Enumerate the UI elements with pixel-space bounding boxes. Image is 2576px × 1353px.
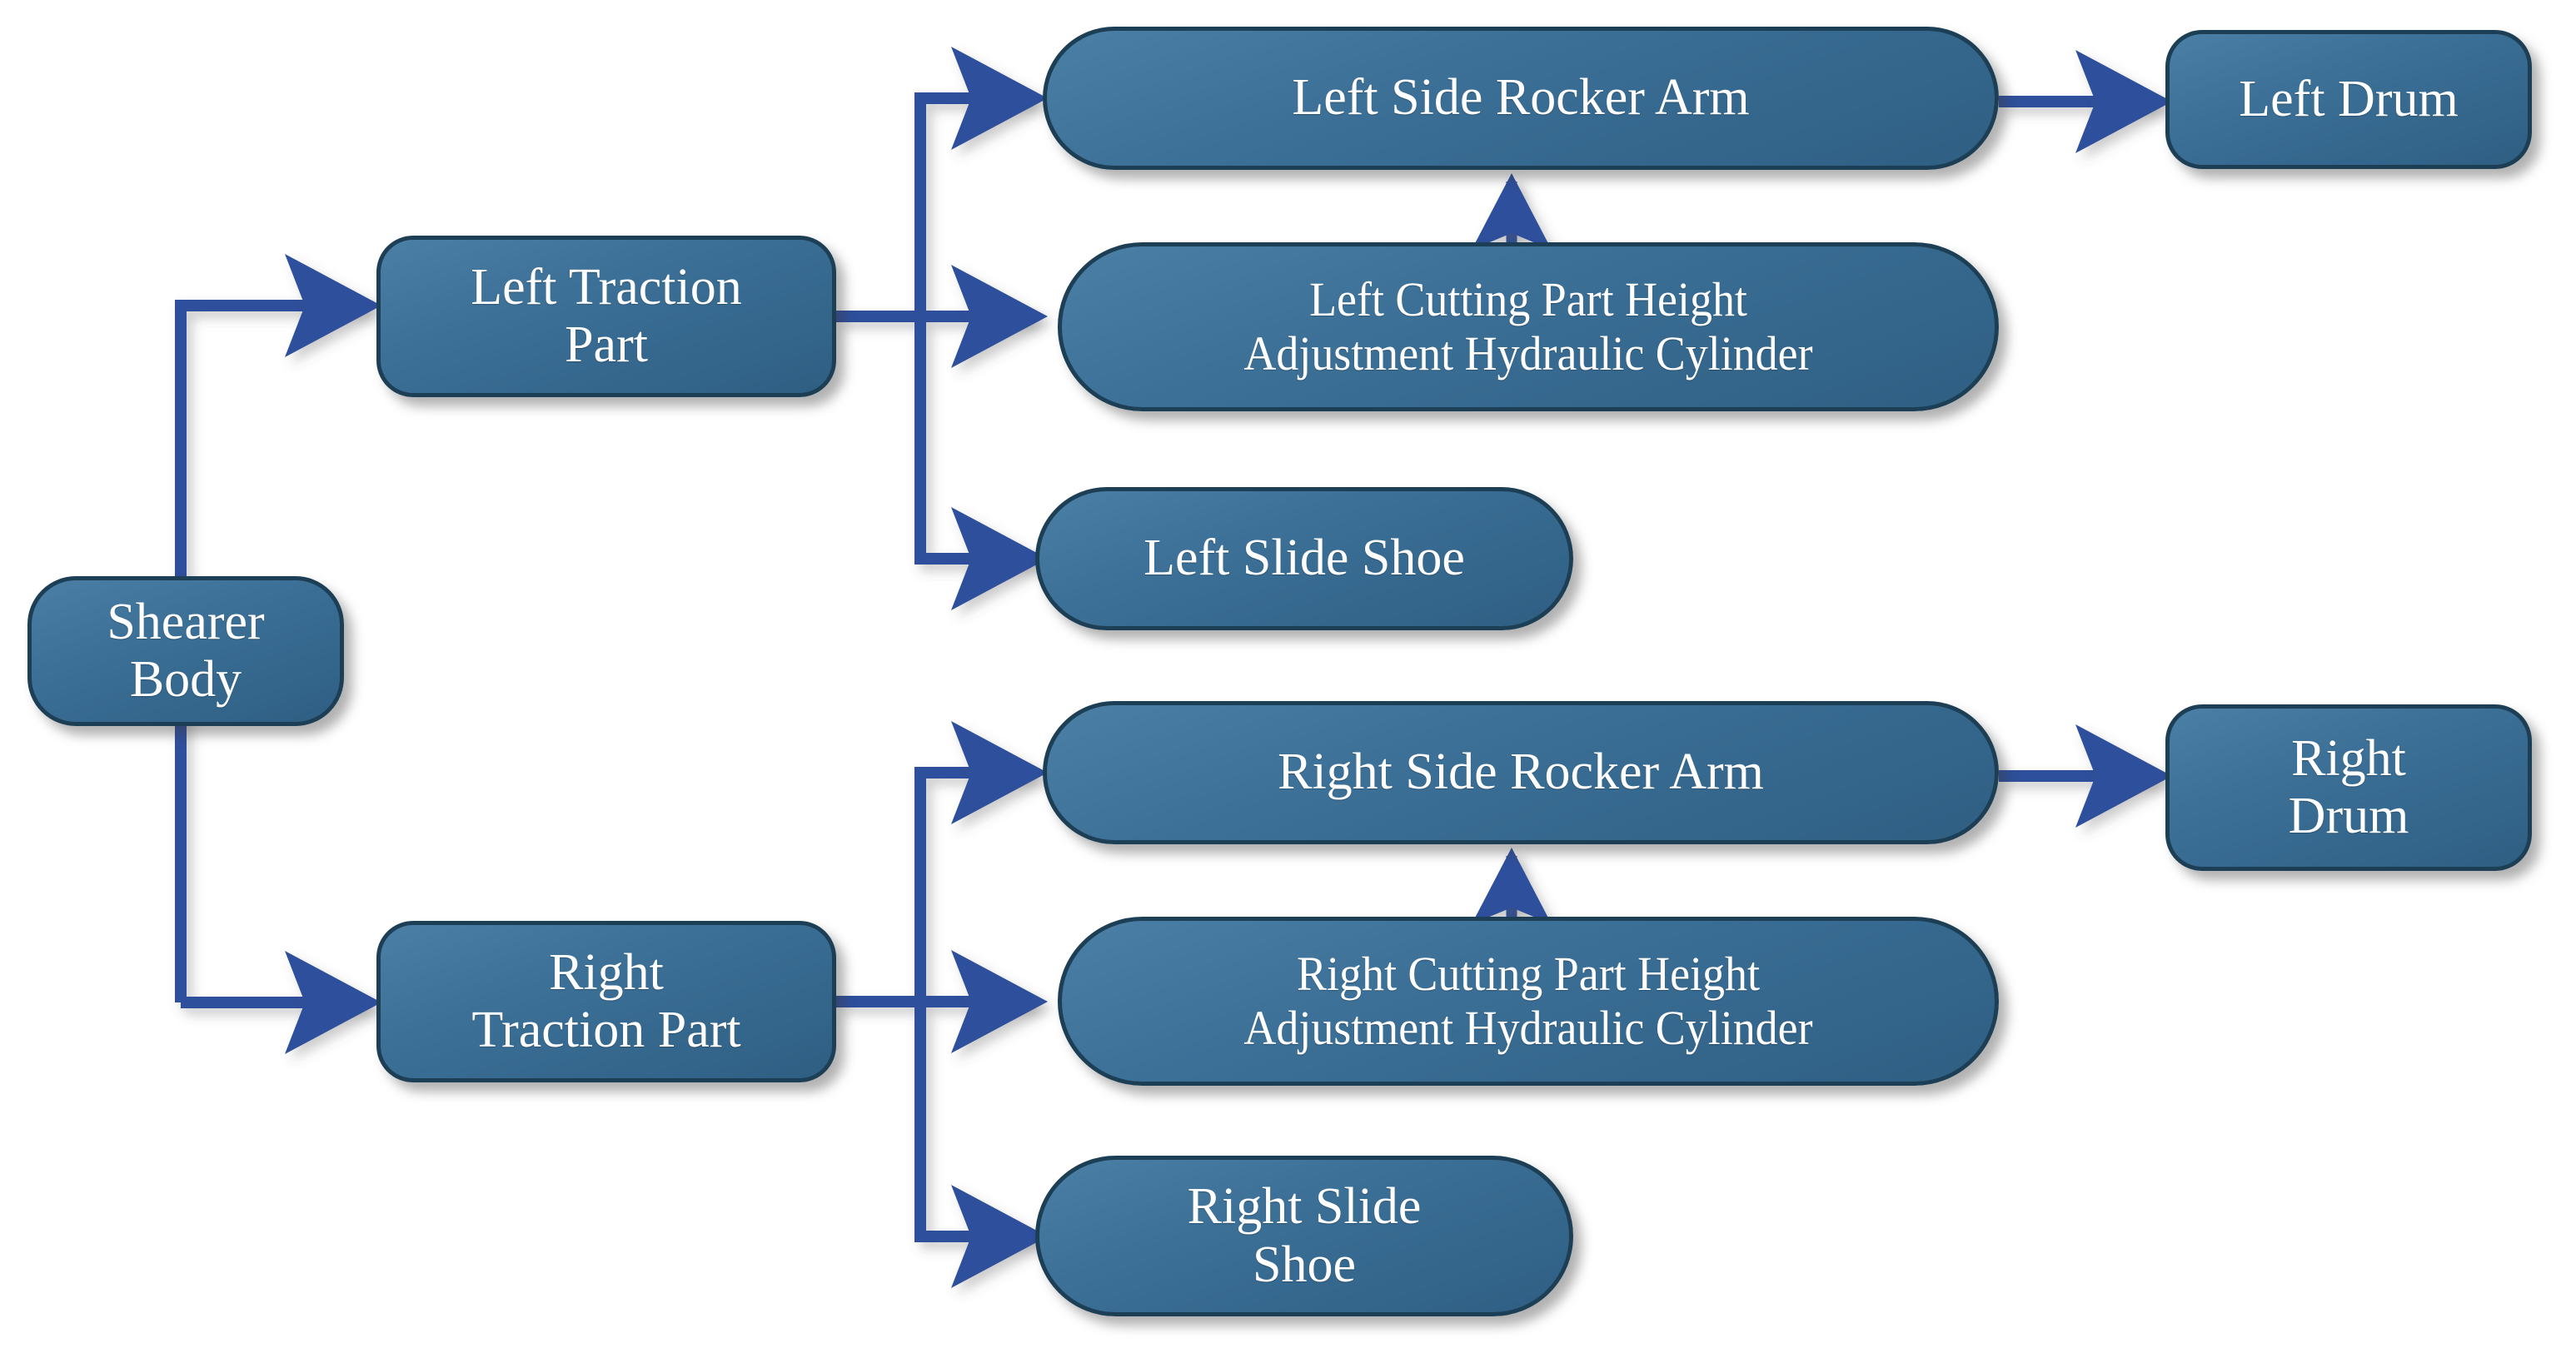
node-left-traction-part-label: Left Traction Part xyxy=(471,258,742,373)
node-left-cutting-cylinder[interactable]: Left Cutting Part Height Adjustment Hydr… xyxy=(1058,242,1999,411)
node-shearer-body-label: Shearer Body xyxy=(107,593,265,708)
node-right-drum-label: Right Drum xyxy=(2288,729,2409,844)
edge-lt-to-left-rocker xyxy=(914,92,1033,316)
arrowhead-to-left-cylinder xyxy=(951,265,1048,368)
node-left-cutting-cylinder-label: Left Cutting Part Height Adjustment Hydr… xyxy=(1243,271,1813,381)
arrowhead-to-right-traction xyxy=(285,951,381,1054)
arrowhead-to-right-rocker-arm xyxy=(951,721,1048,824)
edge-rt-to-right-rocker xyxy=(914,767,1033,1002)
node-right-traction-part[interactable]: Right Traction Part xyxy=(376,921,836,1082)
node-left-drum[interactable]: Left Drum xyxy=(2165,30,2532,169)
edge-rt-to-right-slide-shoe xyxy=(914,1002,1033,1242)
arrowhead-to-left-drum xyxy=(2075,50,2172,153)
arrowhead-to-left-rocker-arm xyxy=(951,47,1048,150)
node-shearer-body[interactable]: Shearer Body xyxy=(27,576,344,726)
node-right-cutting-cylinder[interactable]: Right Cutting Part Height Adjustment Hyd… xyxy=(1058,917,1999,1086)
node-left-side-rocker-arm[interactable]: Left Side Rocker Arm xyxy=(1043,27,1999,170)
node-right-side-rocker-arm[interactable]: Right Side Rocker Arm xyxy=(1043,701,1999,844)
arrowhead-to-right-slide-shoe xyxy=(951,1185,1048,1288)
node-left-traction-part[interactable]: Left Traction Part xyxy=(376,236,836,397)
node-right-drum[interactable]: Right Drum xyxy=(2165,704,2532,871)
node-right-slide-shoe[interactable]: Right Slide Shoe xyxy=(1035,1156,1573,1316)
arrowhead-to-right-cylinder xyxy=(951,950,1048,1053)
node-left-slide-shoe-label: Left Slide Shoe xyxy=(1144,530,1465,587)
node-left-drum-label: Left Drum xyxy=(2239,70,2459,127)
node-right-cutting-cylinder-label: Right Cutting Part Height Adjustment Hyd… xyxy=(1243,946,1813,1055)
arrowhead-to-left-traction xyxy=(285,254,381,357)
arrowhead-to-left-slide-shoe xyxy=(951,507,1048,610)
node-left-side-rocker-arm-label: Left Side Rocker Arm xyxy=(1292,69,1750,127)
node-right-slide-shoe-label: Right Slide Shoe xyxy=(1187,1178,1422,1293)
arrowhead-left-cylinder-to-rocker xyxy=(1472,173,1552,250)
arrowhead-right-cylinder-to-rocker xyxy=(1472,848,1552,924)
arrowhead-to-right-drum xyxy=(2075,724,2172,828)
node-left-slide-shoe[interactable]: Left Slide Shoe xyxy=(1035,487,1573,630)
edge-lt-to-left-slide-shoe xyxy=(914,316,1033,565)
node-right-side-rocker-arm-label: Right Side Rocker Arm xyxy=(1278,744,1764,801)
node-right-traction-part-label: Right Traction Part xyxy=(471,943,741,1058)
